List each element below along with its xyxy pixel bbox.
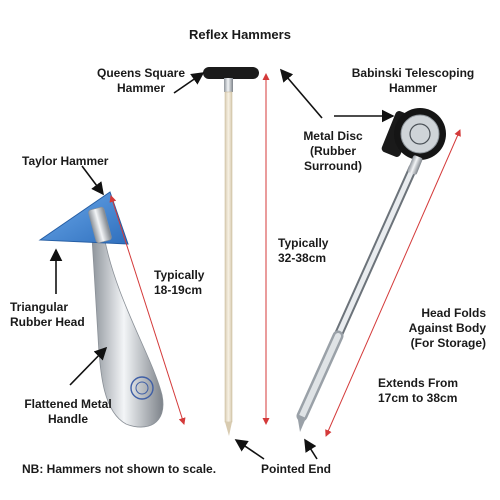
taylor-label: Taylor Hammer (22, 154, 109, 168)
head-folds-label: Head Folds Against Body (For Storage) (408, 306, 486, 350)
babinski-pointed-tip (297, 414, 306, 432)
pointer-arrows (49, 68, 395, 460)
triangular-head-label: Triangular Rubber Head (10, 300, 85, 329)
queens-square-collar (224, 78, 233, 92)
extends-label: Extends From 17cm to 38cm (378, 376, 459, 405)
length-arrow-taylor (109, 195, 186, 425)
length-arrow-babinski (325, 129, 461, 437)
taylor-length-label: Typically 18-19cm (154, 268, 205, 297)
arrow-metal-disc-queens (279, 68, 323, 119)
babinski-label: Babinski Telescoping Hammer (351, 66, 475, 95)
queens-square-head (203, 67, 259, 79)
arrow-taylor-head (81, 165, 104, 196)
arrow-pointed-end-queens (234, 439, 265, 460)
queens-square-pointed-tip (225, 422, 232, 436)
babinski-metal-disc (400, 114, 440, 154)
taylor-rubber-head (38, 191, 129, 245)
metal-handle-label: Flattened Metal Handle (24, 397, 112, 426)
taylor-head-clamp (88, 206, 112, 244)
diagram-title: Reflex Hammers (189, 27, 291, 42)
queens-square-label: Queens Square Hammer (96, 66, 186, 95)
queens-square-length-label: Typically 32-38cm (278, 236, 329, 265)
queens-square-hammer (203, 67, 259, 436)
arrow-queens-square (173, 72, 205, 94)
length-arrows (109, 73, 461, 437)
arrow-metal-handle (69, 346, 108, 386)
queens-square-shaft (224, 91, 233, 423)
arrow-pointed-end-babinski (304, 438, 318, 460)
metal-disc-label: Metal Disc (Rubber Surround) (303, 129, 363, 173)
scale-note: NB: Hammers not shown to scale. (22, 462, 217, 476)
pointed-end-label: Pointed End (261, 462, 331, 476)
